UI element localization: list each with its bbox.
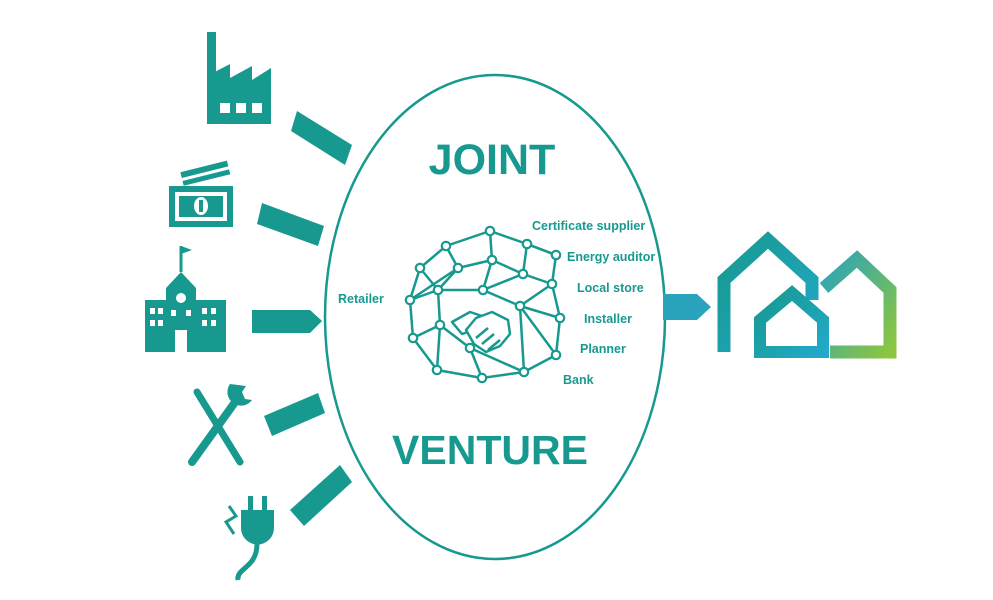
factory-icon — [207, 32, 271, 124]
house-right — [819, 250, 897, 359]
arrow-to-houses — [663, 294, 711, 320]
title-joint: JOINT — [429, 136, 556, 184]
arrow-from-school — [252, 310, 322, 333]
school-building-icon — [145, 246, 226, 352]
house-middle — [754, 285, 829, 358]
arrow-from-factory — [291, 111, 352, 165]
power-plug-icon — [223, 496, 274, 581]
role-certificate-supplier: Certificate supplier — [532, 219, 645, 233]
network-handshake-icon — [404, 225, 566, 384]
role-retailer: Retailer — [338, 292, 384, 306]
tools-icon — [188, 384, 252, 466]
arrow-from-plug — [290, 465, 352, 526]
house-left — [717, 231, 819, 352]
role-local-store: Local store — [577, 281, 644, 295]
money-icon — [169, 160, 233, 227]
houses-icon — [717, 231, 897, 359]
title-venture: VENTURE — [392, 427, 588, 473]
arrow-from-money — [257, 203, 324, 246]
role-installer: Installer — [584, 312, 632, 326]
role-planner: Planner — [580, 342, 626, 356]
role-bank: Bank — [563, 373, 594, 387]
incoming-arrows — [252, 111, 352, 526]
role-energy-auditor: Energy auditor — [567, 250, 655, 264]
arrow-from-tools — [264, 393, 325, 436]
